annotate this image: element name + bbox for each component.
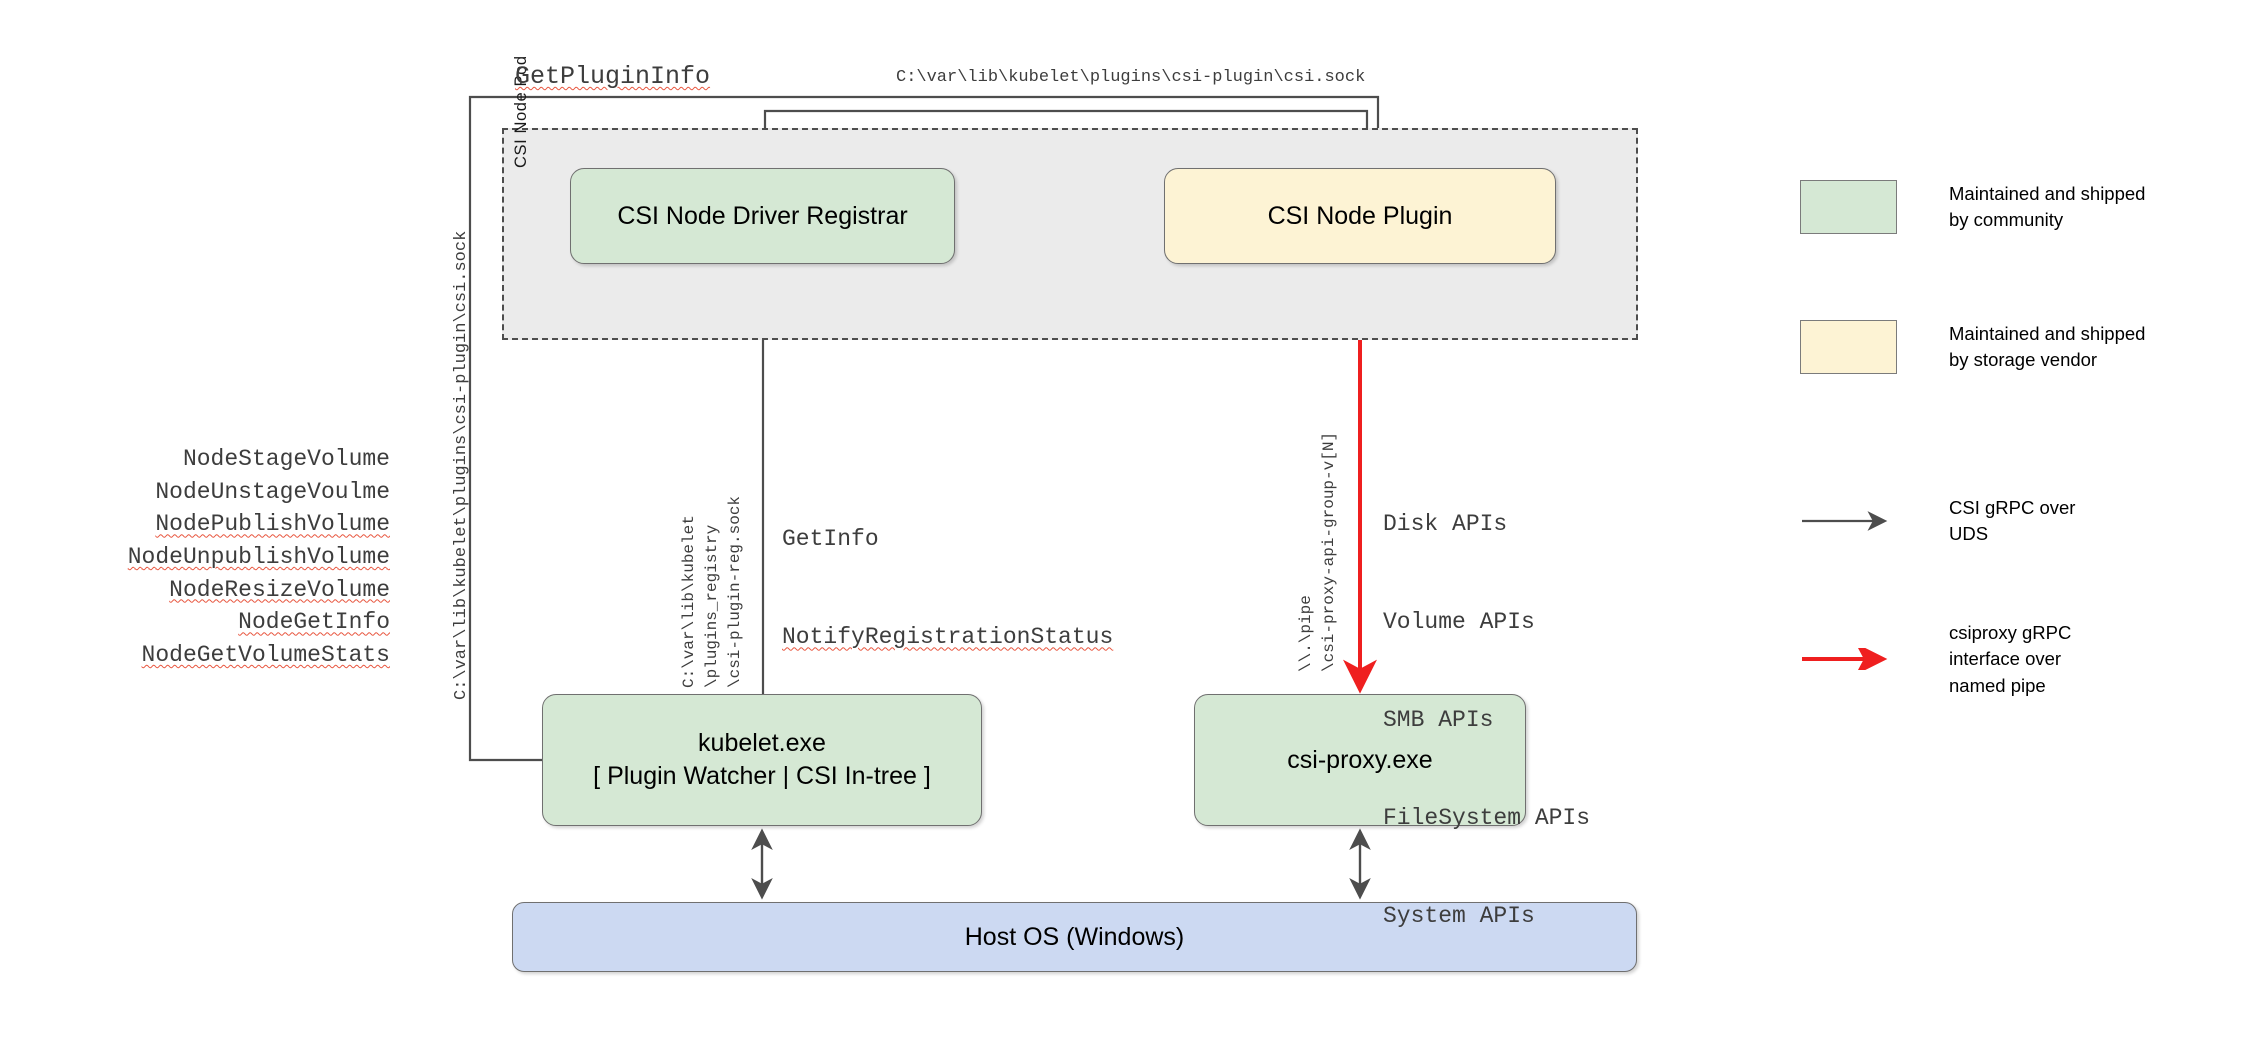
legend-gray-arrow-icon [1800,506,1897,536]
legend-item-csi-grpc-uds: CSI gRPC over UDS [1800,495,2075,548]
annotation-registry-path-line3: \csi-plugin-reg.sock [726,495,744,688]
legend-item-csiproxy-named-pipe-text: csiproxy gRPC interface over named pipe [1949,620,2071,699]
node-host-os-label: Host OS (Windows) [964,922,1185,951]
csiproxy-api-item: System APIs [1383,903,1535,930]
csiproxy-api-item: Volume APIs [1383,609,1535,636]
registration-call-item: NotifyRegistrationStatus [782,624,1114,651]
legend-csiproxy-line1: csiproxy gRPC [1949,622,2072,643]
node-csi-proxy-exe-label: csi-proxy.exe [1287,745,1433,774]
legend-swatch-green-icon [1800,180,1897,234]
node-csi-node-plugin-label: CSI Node Plugin [1267,201,1453,230]
annotation-registry-path-line2: \plugins_registry [703,524,721,688]
node-host-os[interactable]: Host OS (Windows) [512,902,1637,972]
legend-community-line1: Maintained and shipped [1949,182,2146,204]
node-api-item: NodePublishVolume [155,511,390,538]
csiproxy-api-item: Disk APIs [1383,511,1508,538]
legend-red-arrow-icon [1800,644,1897,674]
node-csi-proxy-exe[interactable]: csi-proxy.exe [1194,694,1526,826]
legend-item-csiproxy-named-pipe: csiproxy gRPC interface over named pipe [1800,620,2071,699]
annotation-registry-path-line1: C:\var\lib\kubelet [680,515,698,688]
legend-csiproxy-line3: named pipe [1949,674,2046,696]
legend-csiproxy-line2: interface over [1949,648,2062,670]
legend-item-community: Maintained and shipped by community [1800,180,2145,234]
node-csi-node-plugin[interactable]: CSI Node Plugin [1164,168,1556,264]
legend-vendor-line1: Maintained and shipped [1949,322,2146,344]
node-csi-node-driver-registrar-label: CSI Node Driver Registrar [617,201,908,230]
annotation-csiproxy-api-groups: Disk APIs Volume APIs SMB APIs FileSyste… [1383,443,1590,998]
annotation-csi-sock-path-top: C:\var\lib\kubelet\plugins\csi-plugin\cs… [896,68,1366,87]
csiproxy-api-item: FileSystem APIs [1383,805,1591,832]
annotation-registration-calls: GetInfo NotifyRegistrationStatus [782,458,1113,719]
annotation-pipe-path-line1: \\.\pipe [1297,595,1315,672]
annotation-csi-sock-path-vertical: C:\var\lib\kubelet\plugins\csi-plugin\cs… [452,230,471,700]
legend-vendor-line2: by storage vendor [1949,349,2098,370]
node-api-item: NodeUnpublishVolume [127,543,390,570]
legend-item-csi-grpc-uds-text: CSI gRPC over UDS [1949,495,2075,548]
annotation-pipe-path-line2: \csi-proxy-api-group-v[N] [1320,431,1338,672]
node-api-item: NodeGetInfo [238,609,390,636]
node-api-item: NodeGetVolumeStats [141,641,390,668]
node-kubelet-exe-label: kubelet.exe [ Plugin Watcher | CSI In-tr… [593,727,931,793]
legend-uds-line1: CSI gRPC over [1949,497,2076,518]
legend-uds-line2: UDS [1949,523,1989,545]
node-kubelet-exe[interactable]: kubelet.exe [ Plugin Watcher | CSI In-tr… [542,694,982,826]
legend-item-community-text: Maintained and shipped by community [1949,181,2145,234]
legend-swatch-yellow-icon [1800,320,1897,374]
node-csi-node-driver-registrar[interactable]: CSI Node Driver Registrar [570,168,955,264]
node-api-item: NodeUnstageVoulme [155,478,390,505]
legend-community-line2: by community [1949,209,2064,230]
node-api-item: NodeStageVolume [182,446,390,472]
legend-item-vendor-text: Maintained and shipped by storage vendor [1949,321,2145,374]
registration-call-item: GetInfo [782,526,879,553]
node-api-item: NodeResizeVolume [169,576,390,603]
annotation-get-plugin-info: GetPluginInfo [515,62,711,91]
node-kubelet-exe-line1: kubelet.exe [698,729,826,757]
node-kubelet-exe-line2: [ Plugin Watcher | CSI In-tree ] [593,762,931,790]
annotation-node-volume-apis: NodeStageVolume NodeUnstageVoulme NodePu… [100,443,390,672]
legend-item-vendor: Maintained and shipped by storage vendor [1800,320,2145,374]
csiproxy-api-item: SMB APIs [1383,707,1494,734]
